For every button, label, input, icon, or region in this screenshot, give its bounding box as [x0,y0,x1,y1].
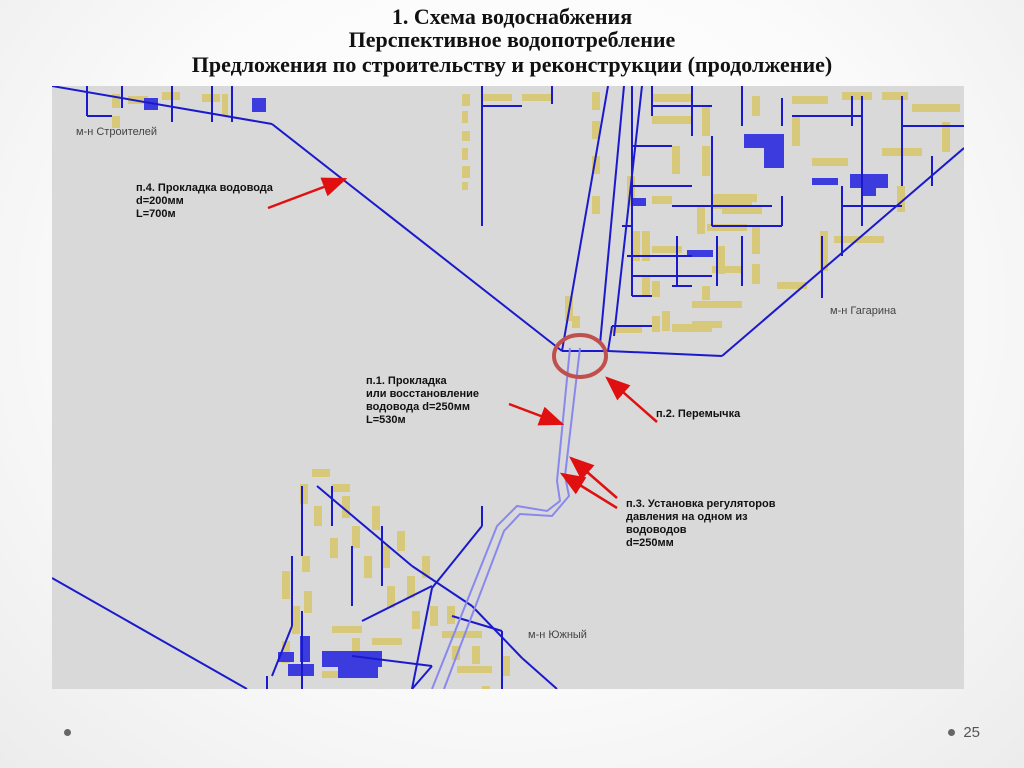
district-label-stroiteley: м-н Строителей [76,126,158,138]
public-buildings [144,98,888,678]
slide-bullet-left [64,729,71,736]
annotation-p1: п.1. Прокладка или восстановление водово… [366,375,479,426]
district-label-gagarina: м-н Гагарина [830,305,897,317]
annotation-p2: п.2. Перемычка [656,408,741,420]
annotation-p4: п.4. Прокладка водовода d=200мм L=700м [136,182,273,220]
water-pipes [52,86,964,689]
water-supply-map: м-н Строителей м-н Гагарина м-н Южный п.… [52,86,964,689]
title-line-1: 1. Схема водоснабжения [391,4,633,29]
page-number: 25 [963,724,980,741]
slide-title: 1. Схема водоснабжения Перспективное вод… [0,6,1024,78]
title-line-3: Предложения по строительству и реконстру… [191,52,833,77]
district-label-yuzhny: м-н Южный [528,629,587,641]
annotation-p3: п.3. Установка регуляторов давления на о… [626,498,776,549]
title-line-2: Перспективное водопотребление [348,27,676,52]
map-drawing [52,86,964,689]
slide-bullet-right [948,729,955,736]
annotation-arrows [267,177,658,510]
junction-highlight [552,333,608,379]
